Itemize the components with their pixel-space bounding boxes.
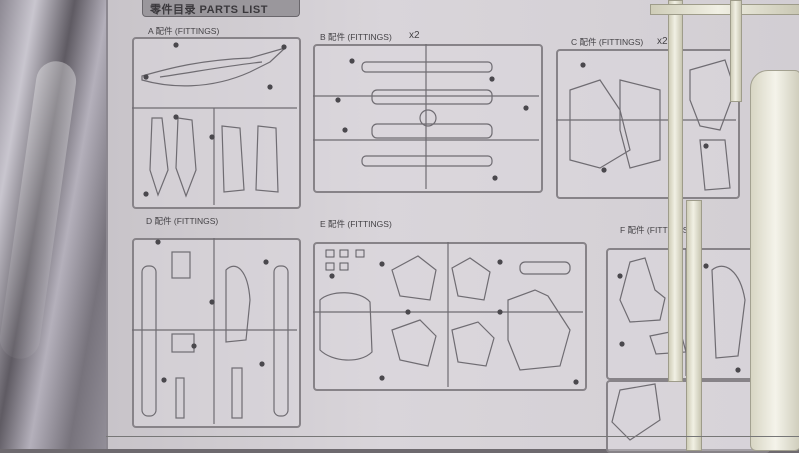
part-number-marker: [173, 114, 179, 120]
part-number-marker: [405, 309, 411, 315]
part-number-marker: [497, 309, 503, 315]
part-number-marker: [619, 341, 625, 347]
part-e5: [451, 321, 495, 367]
part-e4: [391, 319, 437, 367]
part-number-marker: [191, 343, 197, 349]
part-c3: [689, 59, 736, 131]
part-a3: [175, 117, 197, 198]
part-number-marker: [259, 361, 265, 367]
part-b3: [371, 123, 493, 139]
part-a1-detail: [159, 61, 263, 78]
part-number-marker: [379, 375, 385, 381]
part-d6: [231, 367, 243, 419]
part-number-marker: [155, 239, 161, 245]
sprue-bar: [686, 200, 702, 451]
part-number-marker: [573, 379, 579, 385]
part-a2: [149, 117, 169, 197]
runner-a: [132, 37, 301, 209]
parts-list-header: [142, 0, 300, 17]
panel-e-label: E 配件 (FITTINGS): [320, 219, 392, 229]
part-number-marker: [379, 261, 385, 267]
part-c4: [699, 139, 731, 191]
parts-list-title: 零件目录 PARTS LIST: [150, 4, 268, 16]
sprue-block: [750, 70, 799, 451]
plastic-bag-edge: [0, 0, 118, 449]
part-e2: [391, 255, 437, 301]
part-number-marker: [617, 273, 623, 279]
part-d5: [171, 333, 195, 353]
part-number-marker: [703, 263, 709, 269]
part-d3: [225, 265, 251, 343]
sheet-edge: [106, 436, 799, 437]
part-c1: [569, 79, 631, 169]
part-c2: [619, 79, 661, 169]
part-number-marker: [209, 299, 215, 305]
part-f4: [611, 383, 661, 441]
part-number-marker: [523, 105, 529, 111]
part-b1: [361, 61, 493, 73]
panel-f-label: F 配件 (FITTINGS): [620, 225, 692, 235]
part-number-marker: [580, 62, 586, 68]
part-number-marker: [703, 143, 709, 149]
panel-b-label: B 配件 (FITTINGS): [320, 32, 392, 42]
part-number-marker: [489, 76, 495, 82]
part-number-marker: [143, 74, 149, 80]
part-e6: [507, 289, 571, 371]
part-f1: [619, 257, 666, 323]
part-number-marker: [209, 134, 215, 140]
panel-b-quantity: x2: [409, 30, 420, 41]
part-number-marker: [349, 58, 355, 64]
panel-c-label: C 配件 (FITTINGS): [571, 37, 644, 47]
part-number-marker: [497, 259, 503, 265]
part-d1: [141, 265, 157, 417]
part-number-marker: [335, 97, 341, 103]
part-e3: [451, 257, 491, 301]
part-number-marker: [161, 377, 167, 383]
part-b4: [361, 155, 493, 167]
part-d2: [273, 265, 289, 417]
part-number-marker: [143, 191, 149, 197]
part-number-marker: [492, 175, 498, 181]
part-number-marker: [173, 42, 179, 48]
runner-b: [313, 44, 543, 193]
part-e7: [519, 261, 571, 275]
part-number-marker: [735, 367, 741, 373]
part-number-marker: [263, 259, 269, 265]
part-number-marker: [281, 44, 287, 50]
part-e8: [325, 262, 335, 271]
part-number-marker: [267, 84, 273, 90]
part-e8: [339, 262, 349, 271]
part-d4: [171, 251, 191, 279]
sprue-bar: [650, 4, 799, 15]
part-a5: [255, 125, 279, 193]
panel-d-label: D 配件 (FITTINGS): [146, 216, 219, 226]
runner-d: [132, 238, 301, 428]
part-number-marker: [601, 167, 607, 173]
part-number-marker: [342, 127, 348, 133]
sprue-bar: [730, 0, 742, 102]
part-a1: [141, 47, 286, 87]
part-a4: [221, 125, 245, 193]
part-f2: [711, 265, 746, 359]
runner-e: [313, 242, 587, 391]
part-e8: [355, 249, 365, 258]
part-e8: [339, 249, 349, 258]
panel-c-quantity: x2: [657, 36, 668, 47]
sprue-bar: [668, 0, 683, 382]
runner-c: [556, 49, 740, 199]
panel-a-label: A 配件 (FITTINGS): [148, 26, 220, 36]
part-d7: [175, 377, 185, 419]
part-b2: [371, 89, 493, 105]
part-e8: [325, 249, 335, 258]
part-b5: [419, 109, 437, 127]
part-e1: [319, 292, 373, 361]
part-number-marker: [329, 273, 335, 279]
